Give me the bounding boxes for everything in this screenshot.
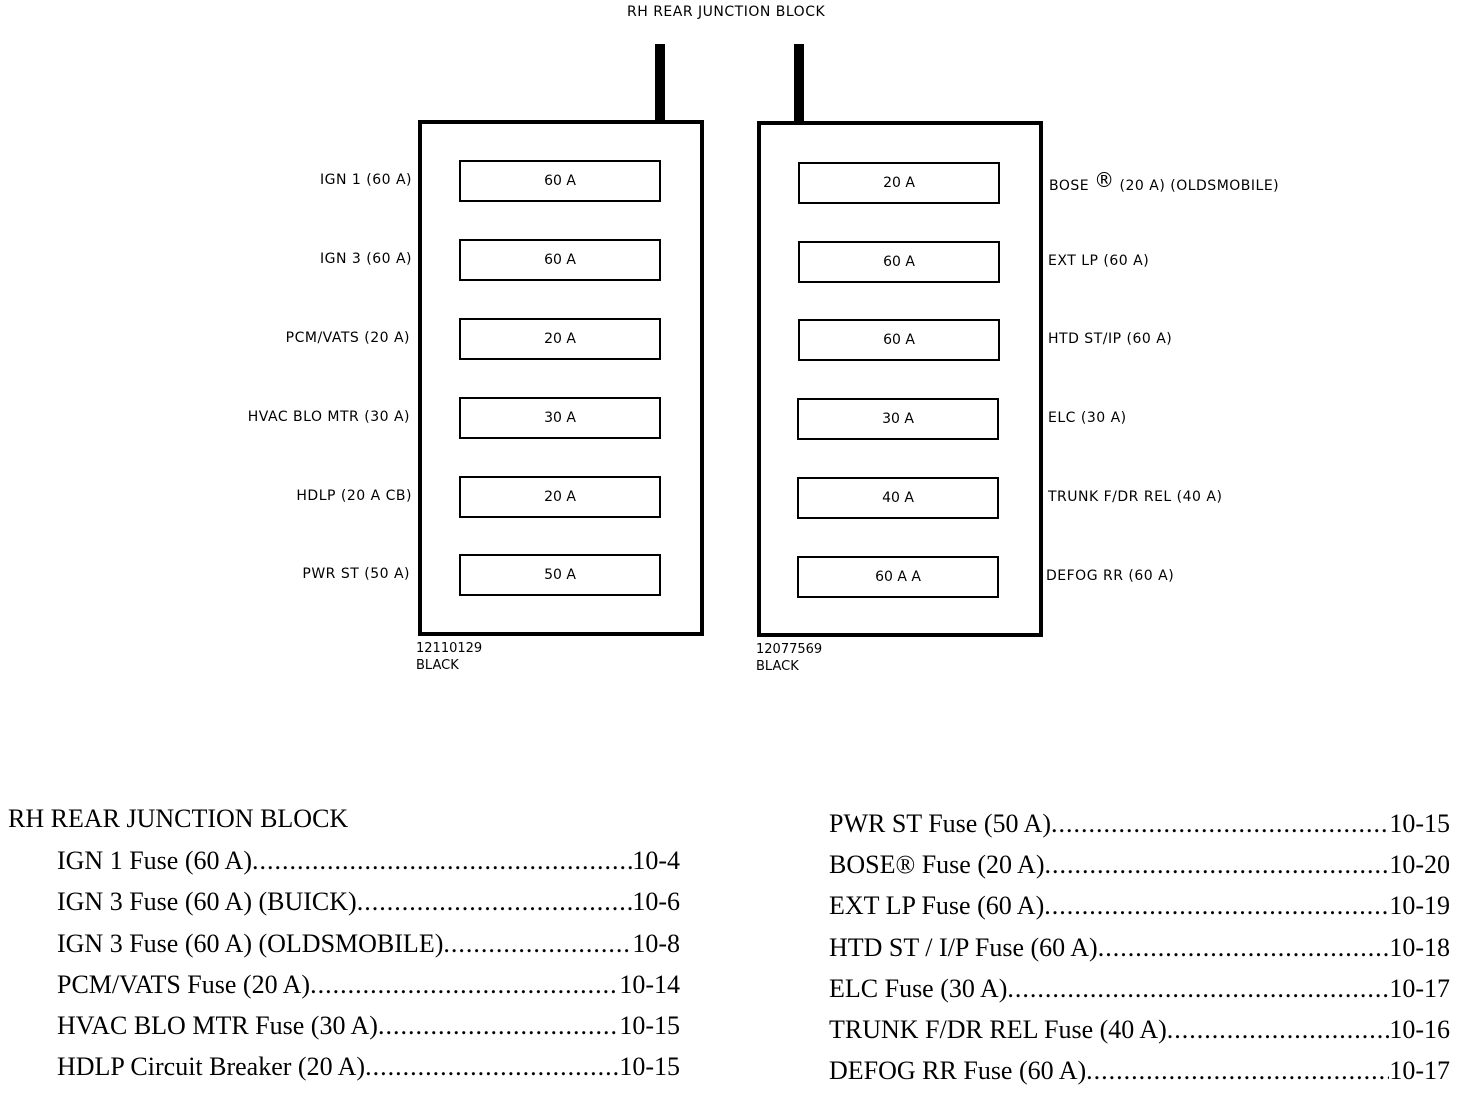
leader-dots: [1044, 891, 1389, 921]
left-fuse-1-label: IGN 1 (60 A): [319, 172, 412, 188]
index-row-right-7: DEFOG RR Fuse (60 A) 10-17: [829, 1056, 1450, 1086]
left-fuse-5: 20 A: [459, 476, 661, 518]
right-fuse-2: 60 A: [798, 241, 1000, 283]
leader-dots: [252, 846, 632, 876]
index-entry-page: 10-15: [619, 1011, 680, 1040]
left-fuse-2-label: IGN 3 (60 A): [319, 251, 412, 267]
index-entry-name: PWR ST Fuse (50 A): [829, 809, 1051, 838]
index-heading: RH REAR JUNCTION BLOCK: [8, 804, 349, 833]
index-row-right-3: EXT LP Fuse (60 A) 10-19: [829, 891, 1450, 921]
left-fuse-4: 30 A: [459, 397, 661, 439]
leader-dots: [1007, 974, 1389, 1004]
bose-label-prefix: BOSE: [1049, 178, 1090, 194]
index-row-left-5: HVAC BLO MTR Fuse (30 A) 10-15: [57, 1011, 680, 1041]
index-entry-name: TRUNK F/DR REL Fuse (40 A): [829, 1015, 1167, 1044]
index-entry-page: 10-19: [1389, 891, 1450, 920]
right-block-part-number: 12077569: [756, 642, 823, 657]
right-fuse-6: 60 A A: [797, 556, 999, 598]
registered-mark: ®: [1094, 168, 1115, 192]
left-fuse-2: 60 A: [459, 239, 661, 281]
index-entry-page: 10-17: [1389, 1056, 1450, 1085]
right-fuse-4: 30 A: [797, 398, 999, 440]
index-entry-page: 10-17: [1389, 974, 1450, 1003]
right-fuse-1: 20 A: [798, 162, 1000, 204]
index-entry-name: HVAC BLO MTR Fuse (30 A): [57, 1011, 378, 1040]
leader-dots: [365, 1052, 619, 1082]
diagram-title: RH REAR JUNCTION BLOCK: [627, 4, 826, 20]
index-entry-page: 10-16: [1389, 1015, 1450, 1044]
right-fuse-4-label: ELC (30 A): [1048, 410, 1127, 426]
index-entry-page: 10-18: [1389, 933, 1450, 962]
leader-dots: [1086, 1056, 1389, 1086]
index-entry-page: 10-6: [632, 887, 680, 916]
index-row-left-4: PCM/VATS Fuse (20 A) 10-14: [57, 970, 680, 1000]
leader-dots: [378, 1011, 619, 1041]
right-fuse-5: 40 A: [797, 477, 999, 519]
leader-dots: [443, 929, 632, 959]
right-wire-stub: [794, 44, 804, 122]
left-fuse-1: 60 A: [459, 160, 661, 202]
leader-dots: [357, 887, 633, 917]
right-fuse-1-label: BOSE ® (20 A) (OLDSMOBILE): [1049, 168, 1279, 194]
index-entry-name: ELC Fuse (30 A): [829, 974, 1008, 1003]
left-fuse-4-label: HVAC BLO MTR (30 A): [247, 409, 410, 425]
index-entry-name: HDLP Circuit Breaker (20 A): [57, 1052, 366, 1081]
left-fuse-3-label: PCM/VATS (20 A): [285, 330, 410, 346]
index-row-left-1: IGN 1 Fuse (60 A) 10-4: [57, 846, 680, 876]
leader-dots: [1051, 809, 1389, 839]
index-row-right-5: ELC Fuse (30 A) 10-17: [829, 974, 1450, 1004]
index-entry-name: PCM/VATS Fuse (20 A): [57, 970, 311, 999]
index-entry-name: BOSE® Fuse (20 A): [829, 850, 1045, 879]
index-entry-name: IGN 3 Fuse (60 A) (OLDSMOBILE): [57, 929, 444, 958]
leader-dots: [1167, 1015, 1390, 1045]
index-entry-page: 10-15: [1389, 809, 1450, 838]
index-row-right-6: TRUNK F/DR REL Fuse (40 A) 10-16: [829, 1015, 1450, 1045]
index-entry-page: 10-8: [632, 929, 680, 958]
right-fuse-5-label: TRUNK F/DR REL (40 A): [1048, 489, 1223, 505]
index-entry-name: IGN 3 Fuse (60 A) (BUICK): [57, 887, 357, 916]
index-entry-page: 10-15: [619, 1052, 680, 1081]
leader-dots: [1098, 933, 1390, 963]
left-fuse-5-label: HDLP (20 A CB): [296, 488, 412, 504]
index-row-left-6: HDLP Circuit Breaker (20 A) 10-15: [57, 1052, 680, 1082]
right-fuse-3: 60 A: [798, 319, 1000, 361]
index-entry-page: 10-14: [619, 970, 680, 999]
right-fuse-6-label: DEFOG RR (60 A): [1046, 568, 1175, 584]
left-fuse-6: 50 A: [459, 554, 661, 596]
index-row-right-4: HTD ST / I/P Fuse (60 A) 10-18: [829, 933, 1450, 963]
index-entry-name: DEFOG RR Fuse (60 A): [829, 1056, 1087, 1085]
right-junction-block: [757, 121, 1043, 637]
leader-dots: [310, 970, 619, 1000]
bose-label-suffix: (20 A) (OLDSMOBILE): [1119, 178, 1280, 194]
left-fuse-3: 20 A: [459, 318, 661, 360]
index-entry-name: IGN 1 Fuse (60 A): [57, 846, 252, 875]
right-block-color: BLACK: [756, 659, 799, 674]
left-junction-block: [418, 120, 704, 636]
right-fuse-3-label: HTD ST/IP (60 A): [1048, 331, 1173, 347]
index-entry-page: 10-20: [1389, 850, 1450, 879]
left-block-color: BLACK: [416, 658, 459, 673]
index-row-left-3: IGN 3 Fuse (60 A) (OLDSMOBILE) 10-8: [57, 929, 680, 959]
index-entry-page: 10-4: [632, 846, 680, 875]
left-block-part-number: 12110129: [416, 641, 483, 656]
index-row-right-1: PWR ST Fuse (50 A) 10-15: [829, 809, 1450, 839]
left-wire-stub: [655, 44, 665, 122]
index-entry-name: EXT LP Fuse (60 A): [829, 891, 1045, 920]
leader-dots: [1045, 850, 1390, 880]
index-row-left-2: IGN 3 Fuse (60 A) (BUICK) 10-6: [57, 887, 680, 917]
right-fuse-2-label: EXT LP (60 A): [1048, 253, 1150, 269]
left-fuse-6-label: PWR ST (50 A): [302, 566, 410, 582]
index-entry-name: HTD ST / I/P Fuse (60 A): [829, 933, 1098, 962]
index-row-right-2: BOSE® Fuse (20 A) 10-20: [829, 850, 1450, 880]
